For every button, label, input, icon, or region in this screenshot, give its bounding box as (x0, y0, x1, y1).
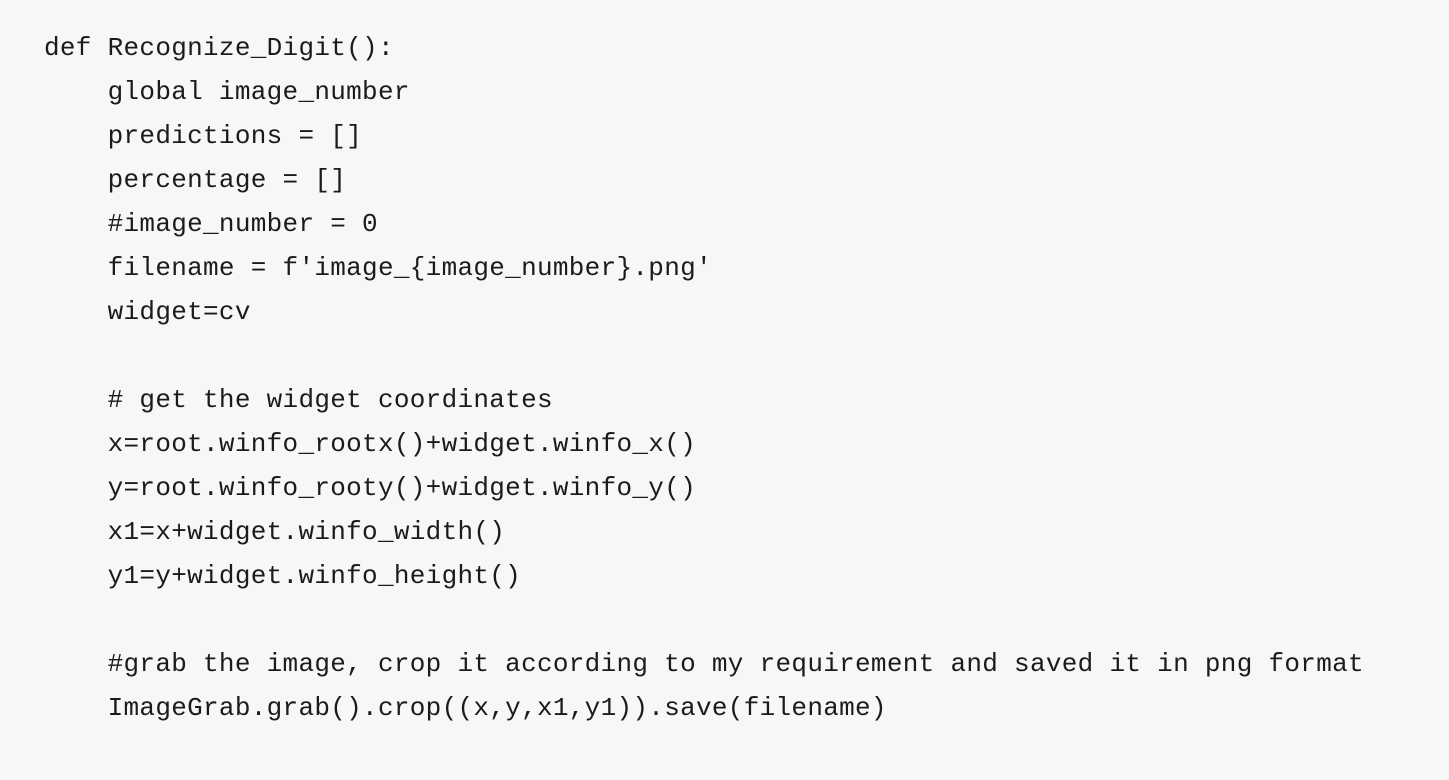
code-line: percentage = [] (44, 165, 347, 195)
code-block: def Recognize_Digit(): global image_numb… (44, 33, 1429, 723)
code-line: x=root.winfo_rootx()+widget.winfo_x() (44, 429, 697, 459)
code-line: #image_number = 0 (44, 209, 378, 239)
code-line: y=root.winfo_rooty()+widget.winfo_y() (44, 473, 697, 503)
code-line: y1=y+widget.winfo_height() (44, 561, 522, 591)
code-line: global image_number (44, 77, 410, 107)
code-line: filename = f'image_{image_number}.png' (44, 253, 712, 283)
code-line: def Recognize_Digit(): (44, 33, 394, 63)
code-line-blank (44, 334, 1429, 378)
code-line: x1=x+widget.winfo_width() (44, 517, 506, 547)
code-line: widget=cv (44, 297, 251, 327)
code-line: predictions = [] (44, 121, 363, 151)
code-line: # get the widget coordinates (44, 385, 553, 415)
code-line: ImageGrab.grab().crop((x,y,x1,y1)).save(… (44, 693, 887, 723)
code-line: #grab the image, crop it according to my… (44, 649, 1364, 679)
code-line-blank (44, 598, 1429, 642)
